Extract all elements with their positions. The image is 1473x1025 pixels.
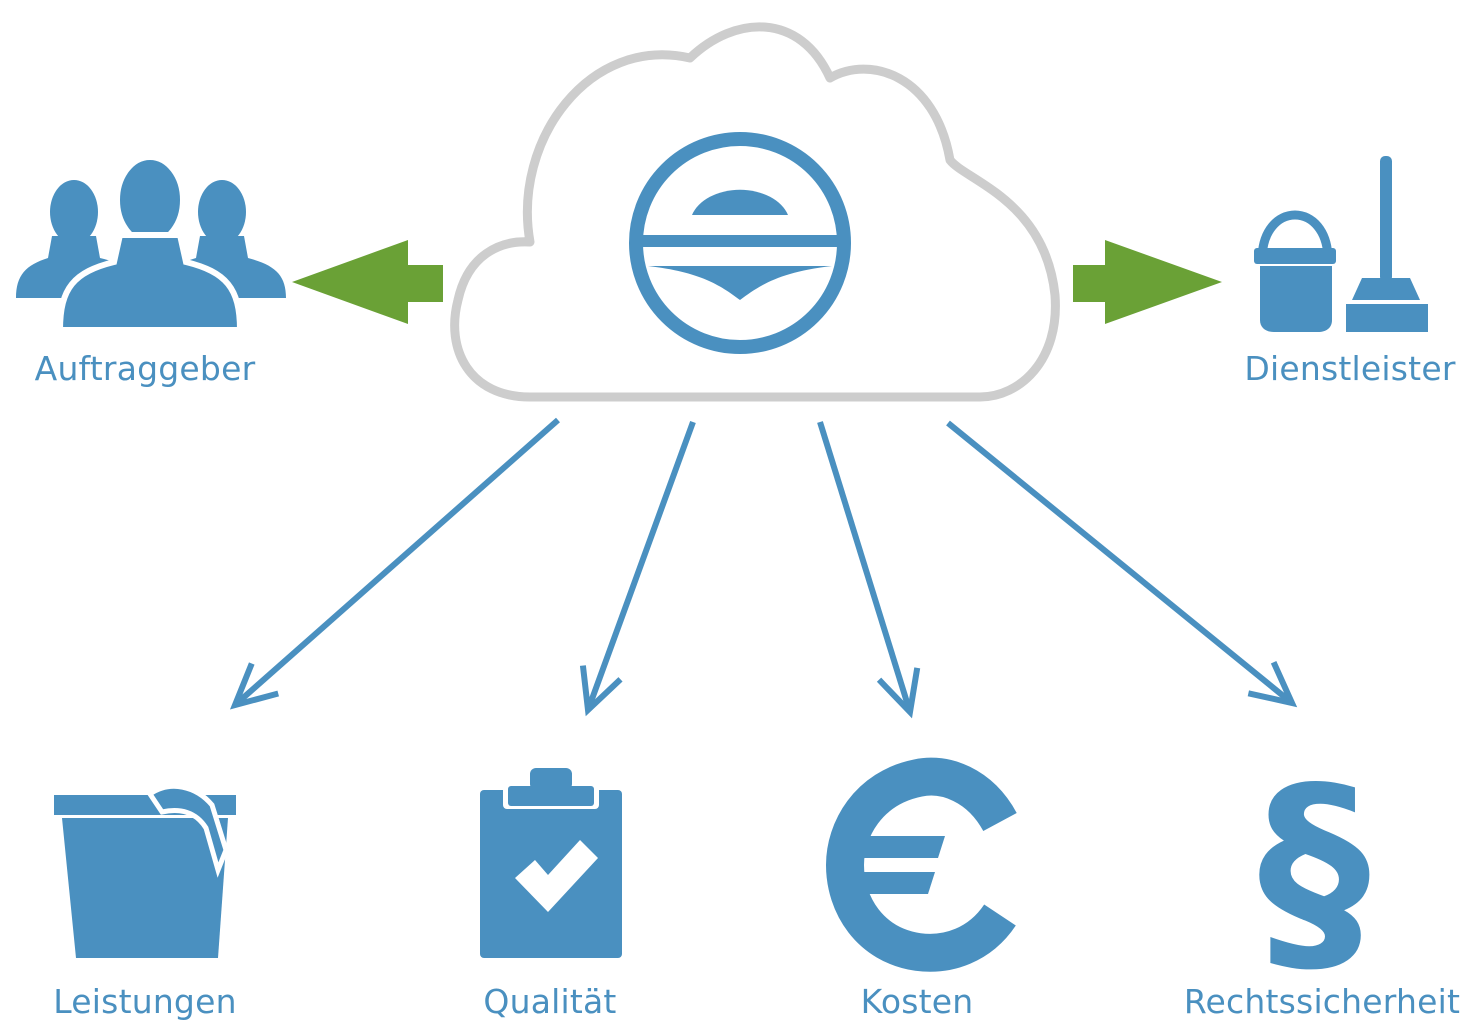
- label-rechtssicherheit: Rechtssicherheit: [1183, 982, 1461, 1021]
- label-dienstleister: Dienstleister: [1244, 349, 1456, 388]
- arrow-to-rechtssicherheit: [946, 420, 1298, 708]
- bucket-cloth-icon: [54, 783, 236, 958]
- arrow-to-kosten: [817, 421, 921, 719]
- arrow-to-dienstleister: [1073, 240, 1222, 324]
- arrow-to-auftraggeber: [292, 240, 443, 324]
- euro-icon: [825, 757, 1017, 972]
- arrow-to-leistungen: [229, 417, 560, 710]
- e-circle-logo-icon: [629, 132, 851, 354]
- paragraph-icon: §: [1258, 740, 1371, 1002]
- clipboard-check-icon: [480, 768, 622, 958]
- svg-text:§: §: [1258, 740, 1371, 1002]
- people-group-icon: [16, 154, 286, 333]
- arrow-to-qualitaet: [579, 420, 696, 717]
- label-leistungen: Leistungen: [53, 982, 237, 1021]
- label-kosten: Kosten: [860, 982, 974, 1021]
- label-auftraggeber: Auftraggeber: [34, 349, 256, 388]
- bucket-broom-icon: [1254, 156, 1428, 332]
- label-qualitaet: Qualität: [483, 982, 617, 1021]
